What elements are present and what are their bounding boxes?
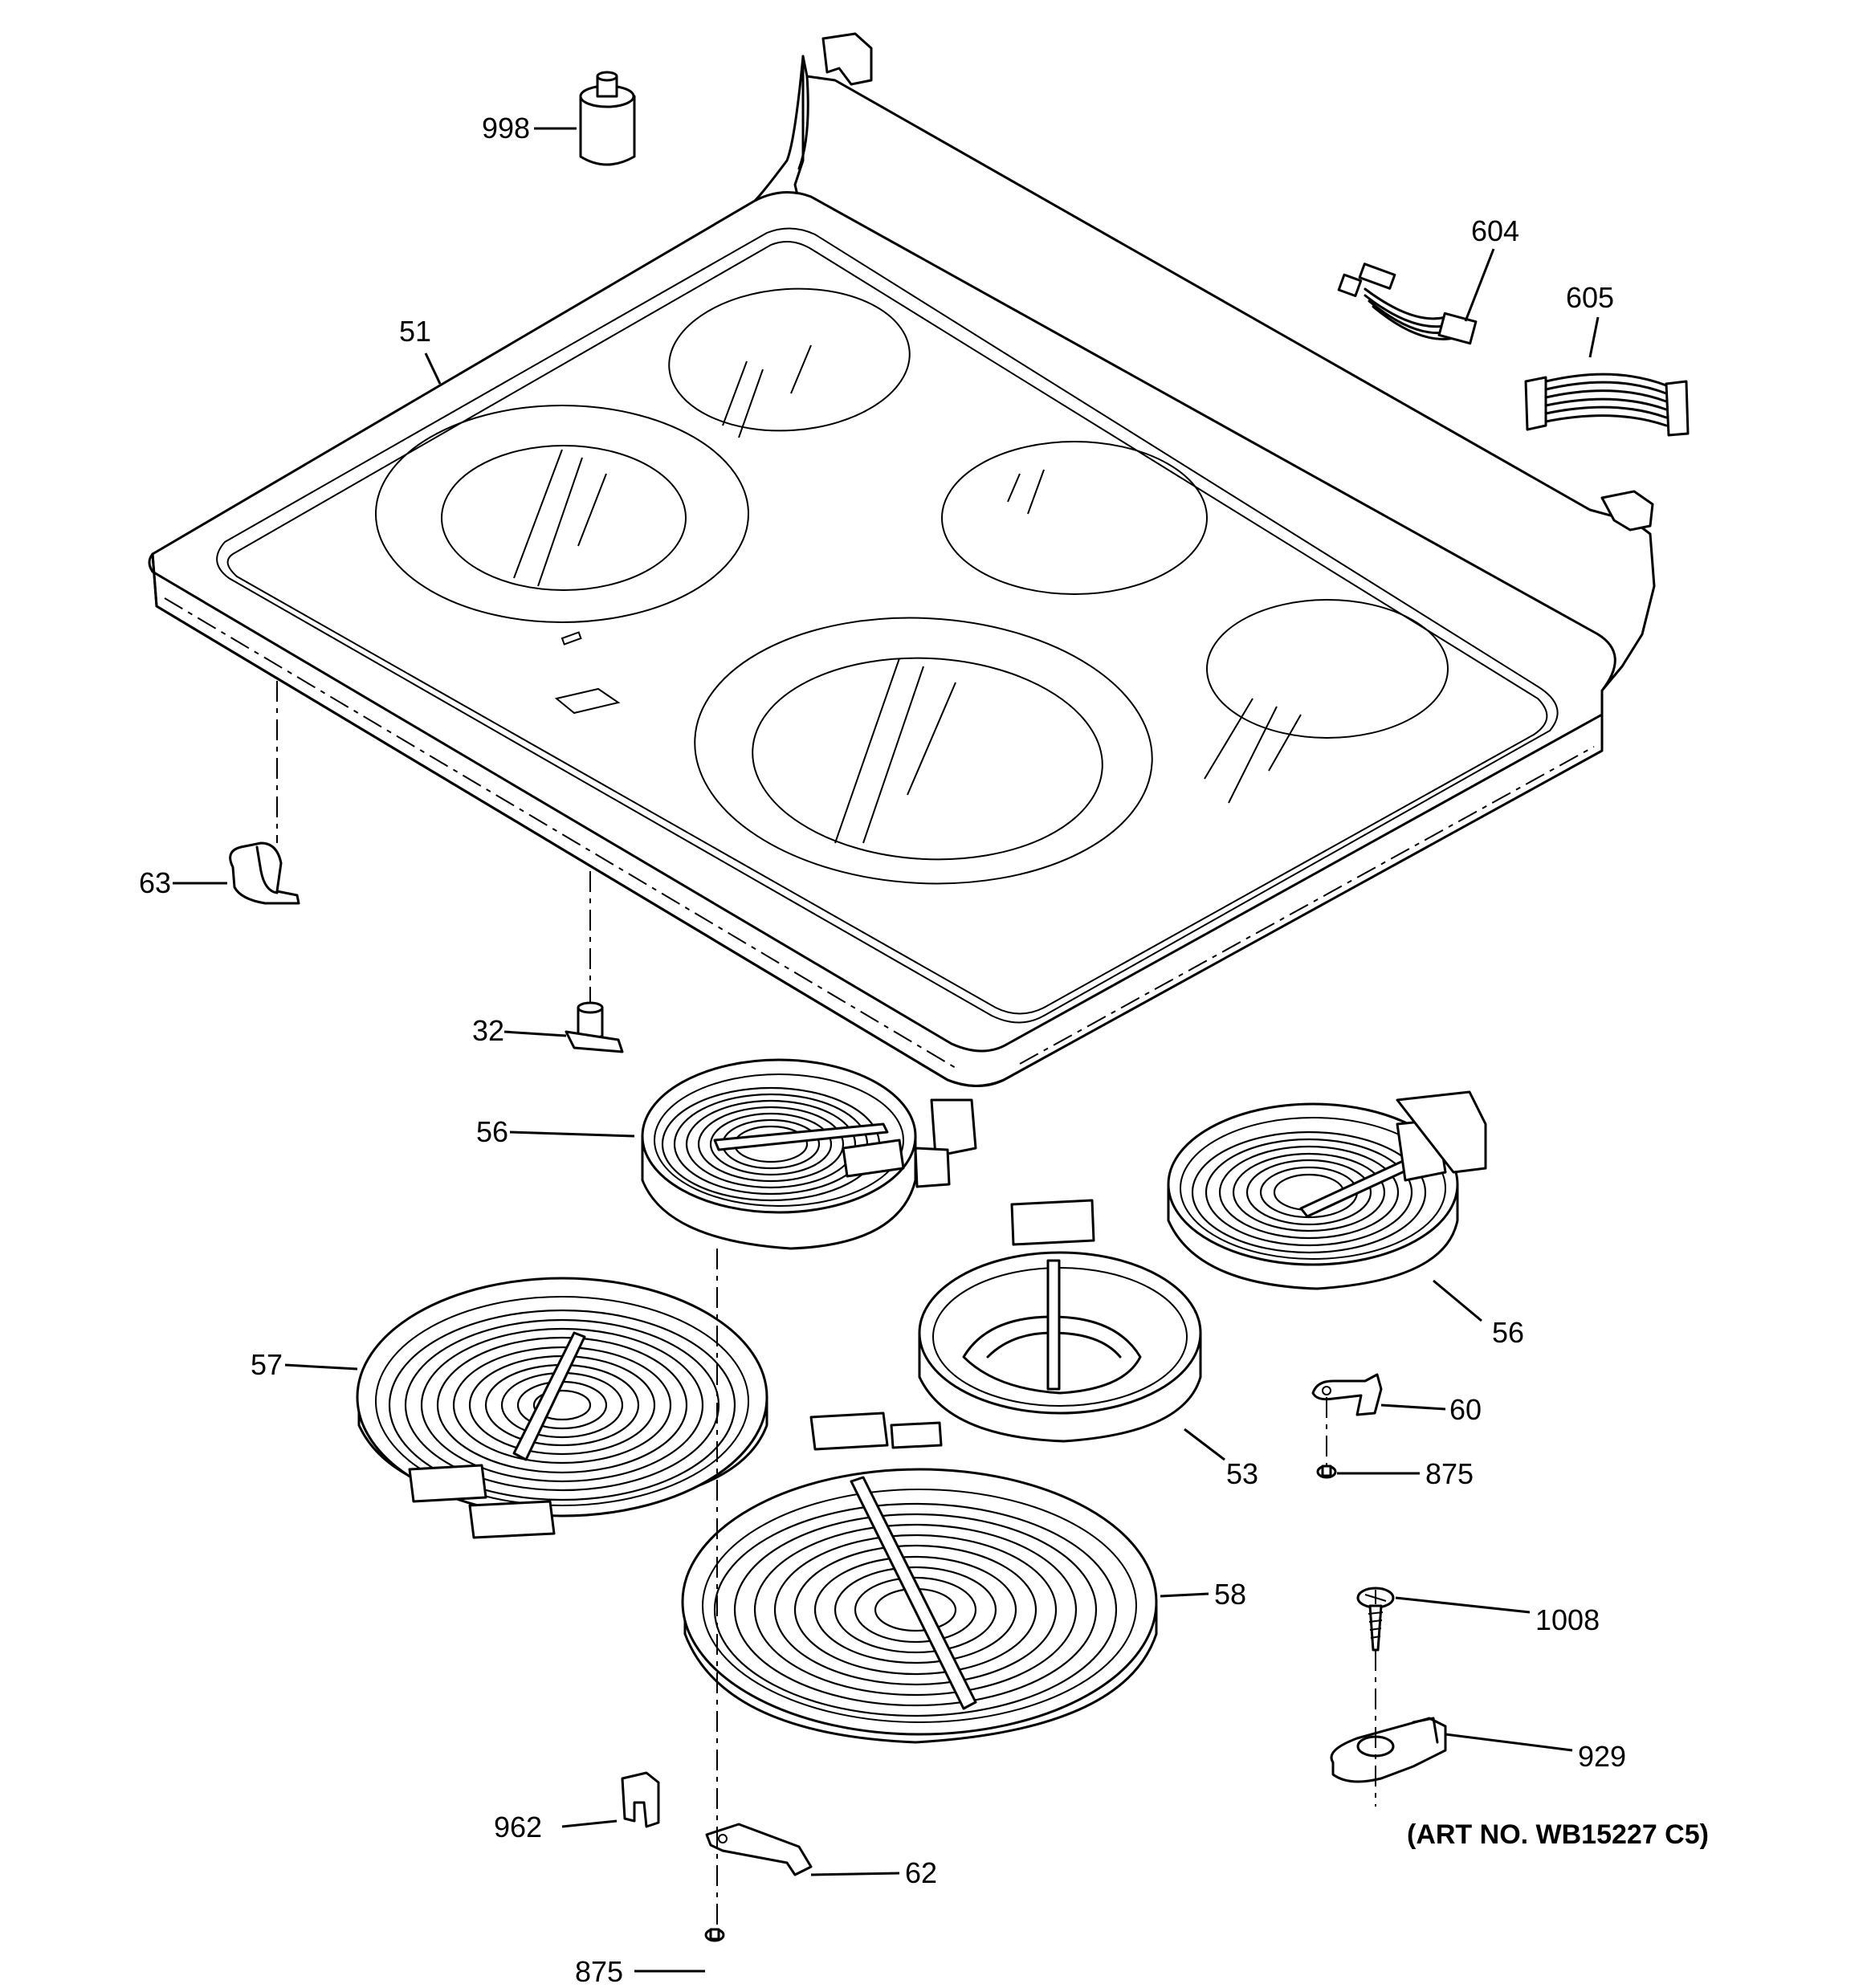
callout-998: 998: [482, 112, 530, 145]
callout-56-left: 56: [476, 1115, 508, 1148]
part-1008-screw: [1356, 1587, 1395, 1652]
part-63-bracket-clip: [229, 841, 300, 905]
callout-875-bottom: 875: [575, 1955, 623, 1988]
cooktop-glass-part: [148, 32, 1656, 1087]
callout-1008: 1008: [1535, 1603, 1600, 1636]
callout-labels: 998 604 605 51 63 32 56 56 57 53 60 875 …: [139, 112, 1626, 1988]
part-60-bracket: [1311, 1373, 1383, 1416]
part-962-clip: [621, 1771, 660, 1828]
callout-875-right: 875: [1425, 1457, 1474, 1490]
part-875-screw-right: [1316, 1465, 1337, 1479]
callout-929: 929: [1578, 1740, 1626, 1773]
assembly-center-lines: [276, 681, 1376, 1927]
callout-32: 32: [472, 1014, 504, 1047]
callout-62: 62: [905, 1856, 937, 1889]
part-32-limit-switch: [565, 1001, 624, 1053]
callout-63: 63: [139, 866, 171, 899]
part-604-wire-harness: [1337, 263, 1478, 345]
callout-57: 57: [251, 1348, 283, 1381]
part-62-bracket: [705, 1823, 813, 1876]
callout-604: 604: [1471, 214, 1519, 247]
part-929-support-bracket: [1330, 1717, 1447, 1783]
callout-605: 605: [1566, 281, 1614, 314]
part-605-ribbon-cable: [1524, 373, 1690, 437]
callout-58: 58: [1214, 1578, 1246, 1611]
part-53-radiant-element-small: [918, 1199, 1202, 1443]
part-998-touch-up-paint: [579, 71, 636, 166]
art-number: (ART NO. WB15227 C5): [1407, 1819, 1709, 1850]
callout-leader-lines: [173, 127, 1600, 1973]
part-57-dual-radiant-element: [356, 1277, 768, 1539]
callout-962: 962: [494, 1811, 542, 1843]
callout-51: 51: [399, 315, 431, 348]
callout-53: 53: [1226, 1457, 1258, 1490]
callout-60: 60: [1449, 1393, 1482, 1426]
callout-56-right: 56: [1492, 1316, 1524, 1349]
part-56-radiant-element-left: [641, 1058, 977, 1250]
part-58-large-radiant-element: [681, 1412, 1158, 1744]
part-875-screw-bottom: [704, 1928, 725, 1942]
part-56-radiant-element-right: [1167, 1090, 1487, 1290]
